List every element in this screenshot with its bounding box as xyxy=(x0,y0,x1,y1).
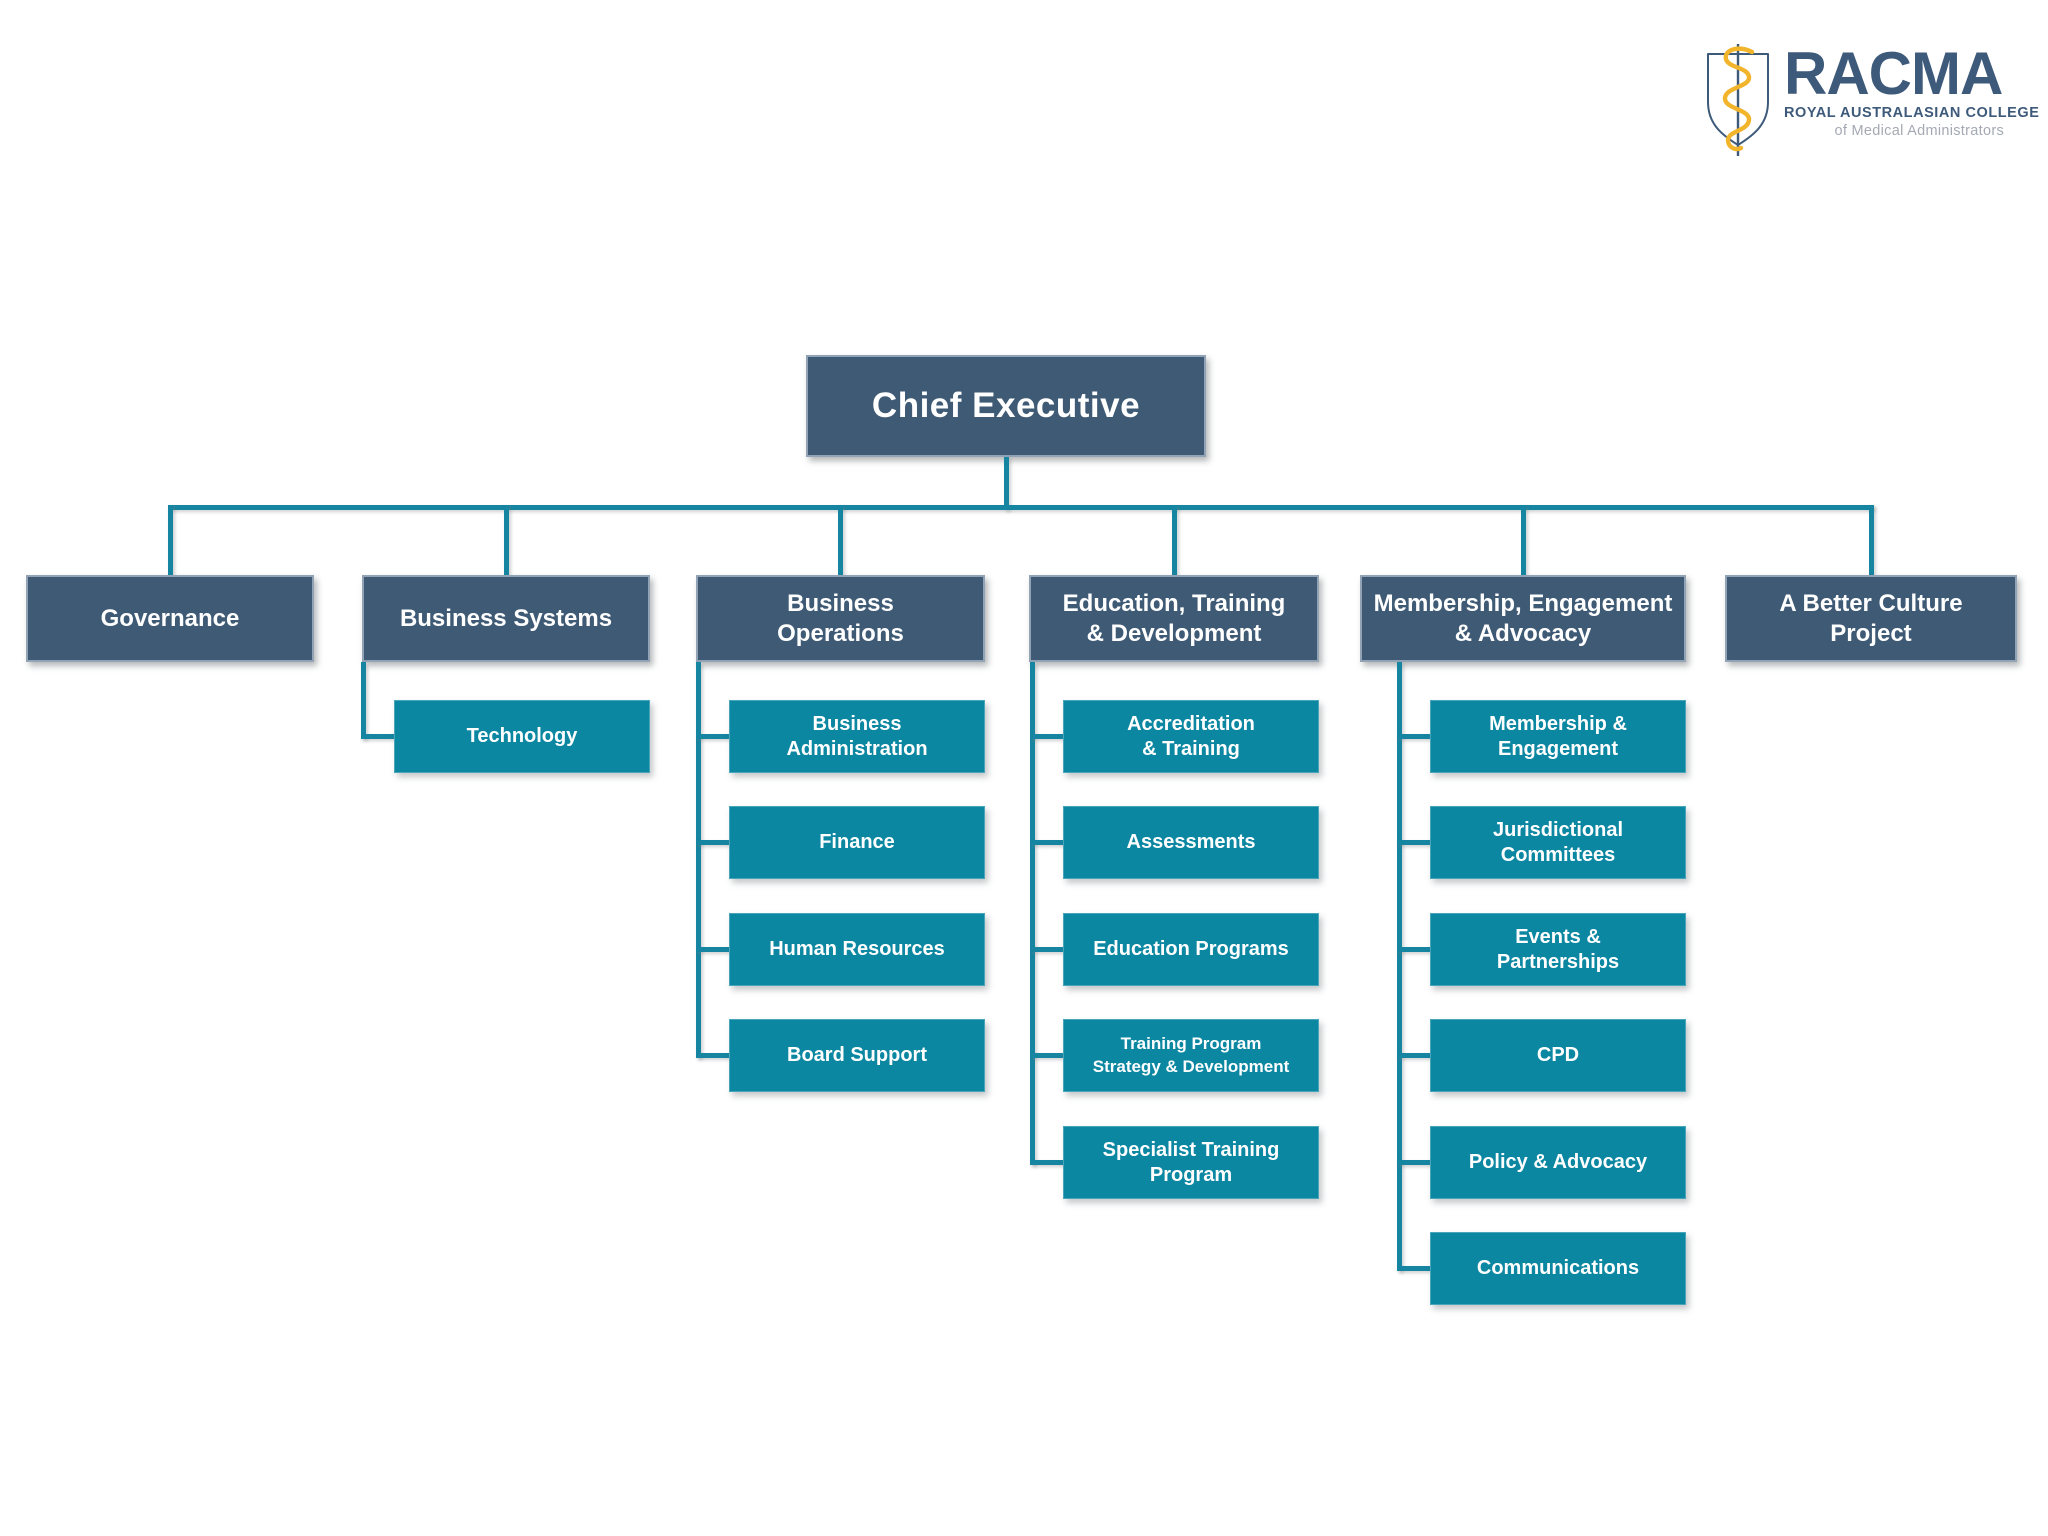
connector-stub-board-support xyxy=(696,1053,729,1058)
org-node-education-training-development: Education, Training & Development xyxy=(1029,575,1319,662)
connector-stub-accreditation-training xyxy=(1030,734,1063,739)
org-node-chief-executive: Chief Executive xyxy=(806,355,1206,457)
connector-trunk-education-training-development xyxy=(1030,662,1035,1165)
connector-drop-business-operations xyxy=(838,505,843,575)
org-node-board-support: Board Support xyxy=(729,1019,985,1092)
org-node-jurisdictional-committees: Jurisdictional Committees xyxy=(1430,806,1686,879)
org-node-assessments: Assessments xyxy=(1063,806,1319,879)
logo-name-line1: ROYAL AUSTRALASIAN COLLEGE xyxy=(1784,105,2040,121)
connector-trunk-business-systems xyxy=(361,662,366,739)
connector-stub-cpd xyxy=(1397,1053,1430,1058)
connector-stub-communications xyxy=(1397,1266,1430,1271)
connector-stub-training-program-strategy-development xyxy=(1030,1053,1063,1058)
connector-trunk-business-operations xyxy=(696,662,701,1058)
connector-drop-a-better-culture-project xyxy=(1869,505,1874,575)
connector-stub-jurisdictional-committees xyxy=(1397,840,1430,845)
org-node-membership-engagement-advocacy: Membership, Engagement & Advocacy xyxy=(1360,575,1686,662)
org-node-training-program-strategy-development: Training Program Strategy & Development xyxy=(1063,1019,1319,1092)
org-node-business-operations: Business Operations xyxy=(696,575,985,662)
connector-stub-education-programs xyxy=(1030,947,1063,952)
racma-logo: RACMA ROYAL AUSTRALASIAN COLLEGE of Medi… xyxy=(1698,40,2040,158)
connector-stub-technology xyxy=(361,734,394,739)
org-node-cpd: CPD xyxy=(1430,1019,1686,1092)
org-node-accreditation-training: Accreditation & Training xyxy=(1063,700,1319,773)
org-node-business-administration: Business Administration xyxy=(729,700,985,773)
org-node-communications: Communications xyxy=(1430,1232,1686,1305)
logo-acronym: RACMA xyxy=(1784,40,2003,107)
org-node-events-partnerships: Events & Partnerships xyxy=(1430,913,1686,986)
connector-bus xyxy=(168,505,1874,510)
connector-drop-governance xyxy=(168,505,173,575)
connector-drop-membership-engagement-advocacy xyxy=(1521,505,1526,575)
org-node-business-systems: Business Systems xyxy=(362,575,650,662)
connector-stub-policy-advocacy xyxy=(1397,1160,1430,1165)
connector-stub-finance xyxy=(696,840,729,845)
logo-wordmark: RACMA ROYAL AUSTRALASIAN COLLEGE of Medi… xyxy=(1784,40,2040,140)
org-node-governance: Governance xyxy=(26,575,314,662)
org-node-policy-advocacy: Policy & Advocacy xyxy=(1430,1126,1686,1199)
connector-stub-human-resources xyxy=(696,947,729,952)
org-node-education-programs: Education Programs xyxy=(1063,913,1319,986)
org-node-a-better-culture-project: A Better Culture Project xyxy=(1725,575,2017,662)
org-node-membership-engagement: Membership & Engagement xyxy=(1430,700,1686,773)
logo-name-line2: of Medical Administrators xyxy=(1834,123,2004,139)
connector-root-drop xyxy=(1004,457,1009,510)
org-node-specialist-training-program: Specialist Training Program xyxy=(1063,1126,1319,1199)
org-node-human-resources: Human Resources xyxy=(729,913,985,986)
connector-stub-membership-engagement xyxy=(1397,734,1430,739)
connector-stub-assessments xyxy=(1030,840,1063,845)
connector-drop-business-systems xyxy=(504,505,509,575)
org-node-technology: Technology xyxy=(394,700,650,773)
connector-stub-specialist-training-program xyxy=(1030,1160,1063,1165)
connector-drop-education-training-development xyxy=(1172,505,1177,575)
connector-stub-business-administration xyxy=(696,734,729,739)
shield-caduceus-icon xyxy=(1707,44,1769,156)
org-node-finance: Finance xyxy=(729,806,985,879)
connector-stub-events-partnerships xyxy=(1397,947,1430,952)
connector-trunk-membership-engagement-advocacy xyxy=(1397,662,1402,1271)
